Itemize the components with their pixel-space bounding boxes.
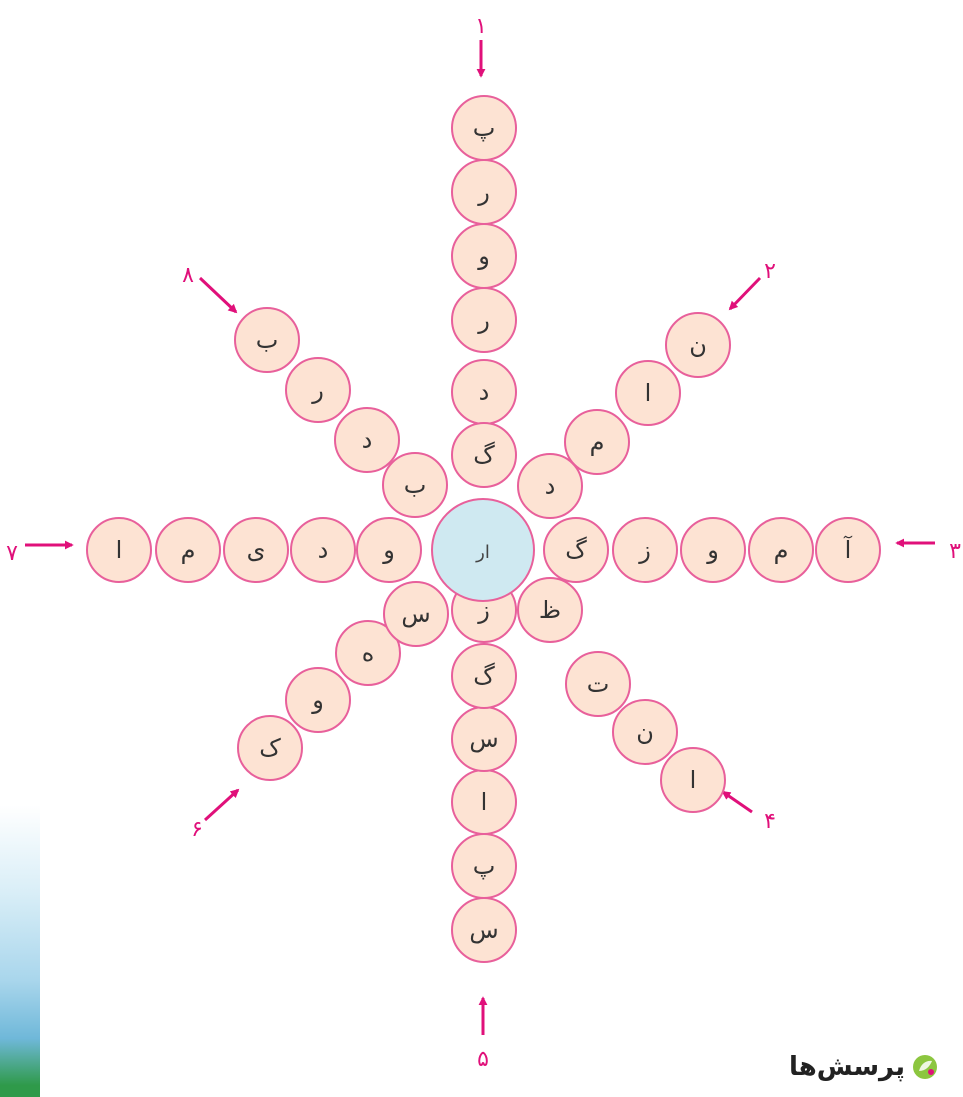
letter-text: آ	[844, 535, 853, 564]
letter-text: ر	[477, 178, 490, 206]
ray-5-number: ۵	[477, 1047, 489, 1072]
questions-title: پرسش‌ها	[789, 1052, 905, 1082]
ray-2-letter-cell: د	[518, 454, 582, 518]
questions-heading: پرسش‌ها	[789, 1052, 939, 1082]
ray-1-letter-cell: ر	[452, 160, 516, 224]
ray-2-letter-cell: ا	[616, 361, 680, 425]
letter-text: ر	[477, 306, 490, 334]
ray-7-letter-cell: ی	[224, 518, 288, 582]
ray-2-arrow	[730, 278, 760, 309]
leaf-icon	[911, 1053, 939, 1081]
ray-5-letter-cell: گ	[452, 644, 516, 708]
letter-text: د	[545, 472, 556, 500]
ray-8-letter-cell: د	[335, 408, 399, 472]
ray-3-number: ۳	[949, 539, 961, 564]
letter-text: ا	[645, 379, 652, 407]
ray-6-letter-cell: س	[384, 582, 448, 646]
ray-6-arrow	[205, 790, 238, 820]
letter-text: و	[311, 686, 324, 714]
letter-text: ا	[690, 766, 697, 794]
letter-text: ب	[404, 471, 427, 499]
ray-4-letter-cell: ا	[661, 748, 725, 812]
letter-text: س	[401, 600, 430, 628]
letter-text: س	[469, 916, 498, 944]
ray-6-number: ۶	[191, 817, 203, 842]
ray-3-letter-cell: و	[681, 518, 745, 582]
ray-6-letter-cell: ک	[238, 716, 302, 780]
ray-5-letter-cell: س	[452, 707, 516, 771]
letter-text: ک	[259, 734, 281, 762]
ray-4-number: ۴	[764, 809, 776, 834]
ray-1-letter-cell: و	[452, 224, 516, 288]
letter-text: گ	[473, 662, 495, 690]
letter-text: گ	[473, 441, 495, 469]
ray-7-letter-cell: د	[291, 518, 355, 582]
ray-8-arrow	[200, 278, 236, 312]
ray-7-letter-cell: م	[156, 518, 220, 582]
ray-2-number: ۲	[764, 259, 776, 284]
ray-7-letter-cell: ا	[87, 518, 151, 582]
ray-3-letter-cell: آ	[816, 518, 880, 582]
ray-1-letter-cell: پ	[452, 96, 516, 160]
letter-text: ظ	[539, 596, 561, 624]
letter-text: ی	[247, 536, 266, 564]
center-label: ار	[475, 542, 490, 563]
letter-text: پ	[473, 852, 496, 880]
ray-1-letter-cell: ر	[452, 288, 516, 352]
ray-4-letter-cell: ت	[566, 652, 630, 716]
ray-8-number: ۸	[182, 263, 194, 288]
decorative-image	[0, 805, 40, 1097]
letter-text: ه	[362, 639, 375, 667]
letter-text: و	[706, 536, 719, 564]
letter-text: و	[477, 242, 490, 270]
ray-3-letter-cell: ز	[613, 518, 677, 582]
letter-text: ر	[311, 376, 324, 404]
ray-5-letter-cell: پ	[452, 834, 516, 898]
letter-text: ا	[481, 788, 488, 816]
letter-text: د	[479, 378, 490, 406]
ray-5-letter-cell: ا	[452, 770, 516, 834]
ray-8-letter-cell: ب	[235, 308, 299, 372]
letter-text: ا	[116, 536, 123, 564]
ray-8-letter-cell: ر	[286, 358, 350, 422]
letter-text: پ	[473, 114, 496, 142]
ray-1-letter-cell: د	[452, 360, 516, 424]
letter-text: س	[469, 725, 498, 753]
ray-4-letter-cell: ن	[613, 700, 677, 764]
letter-text: ب	[256, 326, 279, 354]
ray-8-letter-cell: ب	[383, 453, 447, 517]
letter-text: ت	[587, 670, 610, 698]
ray-4-letter-cell: ظ	[518, 578, 582, 642]
ray-1-number: ۱	[475, 14, 487, 39]
letter-text: د	[318, 536, 329, 564]
ray-7-number: ۷	[6, 541, 18, 566]
ray-4-arrow	[723, 792, 752, 812]
ray-3-letter-cell: گ	[544, 518, 608, 582]
letter-text: م	[181, 536, 196, 564]
ray-2-letter-cell: ن	[666, 313, 730, 377]
letter-text: ن	[689, 331, 707, 359]
ray-6-letter-cell: و	[286, 668, 350, 732]
letter-text: ز	[638, 536, 651, 564]
letter-text: د	[362, 426, 373, 454]
letter-text: م	[774, 536, 789, 564]
letter-text: گ	[565, 536, 587, 564]
ray-1-letter-cell: گ	[452, 423, 516, 487]
ray-5-letter-cell: س	[452, 898, 516, 962]
ray-7-letter-cell: و	[357, 518, 421, 582]
letter-text: ن	[636, 718, 654, 746]
letter-text: م	[590, 428, 605, 456]
letter-text: و	[382, 536, 395, 564]
ray-3-letter-cell: م	[749, 518, 813, 582]
